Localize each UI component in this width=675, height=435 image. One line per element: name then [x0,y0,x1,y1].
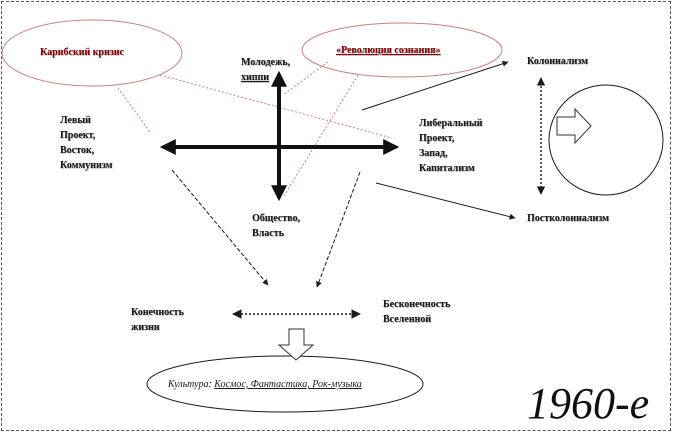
power-line: Власть [252,228,284,239]
consciousness-revolution-label: «Революция сознания» [336,45,441,56]
liberal-project-line-3: Запад, [419,148,448,159]
caribbean-to-left-line [117,87,151,133]
colonialism-label: Колониализм [527,56,588,67]
liberal-project-line-2: Проект, [419,133,455,144]
caribbean-crisis-label: Карибский кризис [40,47,124,58]
right-to-center-dashed-arrow [316,171,361,288]
society-power-label: Общество, Власть [252,211,300,241]
revolution-to-society-line [283,74,359,197]
culture-items: Космос, Фантастика, Рок-музыка [214,379,362,390]
infinity-of-universe-label: Бесконечность Вселенной [383,297,450,327]
left-project-line-4: Коммунизм [60,160,113,171]
society-line: Общество, [252,213,300,224]
finitude-line-2: жизни [131,322,160,333]
era-label: 1960-е [527,379,650,428]
block-arrow-down-icon [277,328,315,361]
left-project-line-1: Левый [60,115,91,126]
block-arrow-right-icon [556,107,592,145]
left-project-line-3: Восток, [60,145,95,156]
liberal-project-line-1: Либеральный [419,118,483,129]
culture-prefix: Культура: [168,379,215,390]
left-project-label: Левый Проект, Восток, Коммунизм [60,113,112,173]
culture-label: Культура: Космос, Фантастика, Рок-музыка [168,378,362,392]
to-postcolonialism-arrow [375,182,516,220]
left-project-line-2: Проект, [60,130,96,141]
consciousness-revolution-ellipse [301,22,503,78]
culture-ellipse [146,355,424,413]
postcolonialism-label: Постколониализм [527,213,609,224]
caribbean-crisis-ellipse [1,19,183,87]
infinity-line-2: Вселенной [383,314,432,325]
liberal-project-line-4: Капитализм [419,163,475,174]
youth-hippies-label: Молодежь, хиппи [241,55,290,85]
finitude-line-1: Конечность [131,307,184,318]
liberal-project-label: Либеральный Проект, Запад, Капитализм [419,116,482,176]
infinity-line-1: Бесконечность [383,299,451,310]
finitude-of-life-label: Конечность жизни [131,305,184,335]
to-colonialism-arrow [361,60,509,111]
colonialism-ellipse [548,84,664,196]
hippies-line: хиппи [241,72,270,83]
youth-line: Молодежь, [241,57,291,68]
revolution-to-youth-line [282,61,329,96]
left-to-center-dashed-arrow [171,169,269,286]
